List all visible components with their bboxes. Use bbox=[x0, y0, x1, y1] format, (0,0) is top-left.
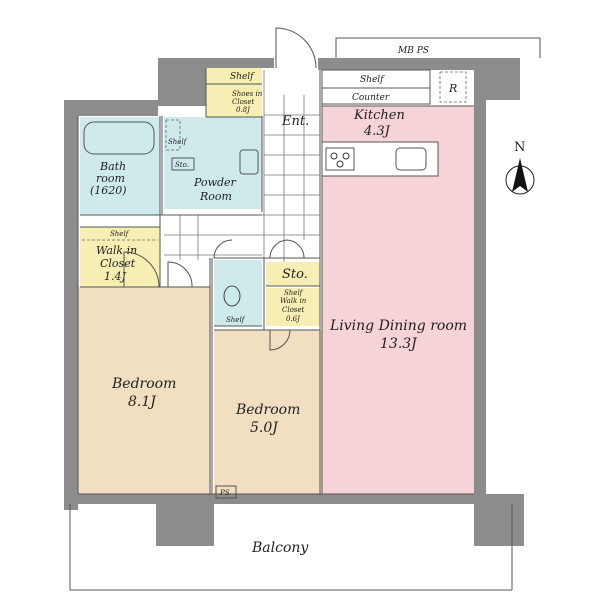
shoes-closet-area bbox=[206, 67, 262, 117]
wic-left-label-2: Closet bbox=[100, 257, 136, 270]
kitchen-counter bbox=[321, 87, 431, 105]
wic-right-label-3: 0.6J bbox=[286, 315, 301, 323]
bedroom2-label-1: Bedroom bbox=[235, 402, 300, 418]
shoes-closet-label-2: Closet bbox=[232, 98, 255, 106]
stove bbox=[325, 147, 355, 171]
hallway-tiles bbox=[164, 70, 320, 262]
refrigerator bbox=[439, 71, 467, 103]
bath-label-3: (1620) bbox=[90, 184, 127, 197]
burner-2-icon bbox=[342, 152, 350, 160]
walk-in-closet-left-area bbox=[80, 227, 160, 287]
kitchen-island bbox=[321, 141, 439, 177]
storage-small-label: Sto. bbox=[175, 161, 189, 169]
shelf-small bbox=[165, 119, 181, 151]
ps-label: PS bbox=[219, 489, 230, 497]
toilet-icon bbox=[223, 285, 241, 307]
north-arrow-icon bbox=[505, 158, 535, 195]
bedroom2-label-2: 5.0J bbox=[250, 420, 279, 436]
washbasin-icon bbox=[239, 149, 259, 175]
burner-3-icon bbox=[336, 160, 344, 168]
entrance-label: Ent. bbox=[281, 114, 309, 129]
doors bbox=[123, 239, 305, 351]
ps-box bbox=[215, 485, 237, 499]
shoes-closet-label-1: Shoes in bbox=[232, 90, 263, 98]
storage-label: Sto. bbox=[282, 267, 308, 282]
bath-label-2: room bbox=[96, 172, 125, 185]
balcony-label: Balcony bbox=[251, 540, 309, 556]
toilet-area bbox=[214, 260, 262, 326]
kitchen-shelf-label: Shelf bbox=[360, 75, 385, 85]
wic-left-shelf-label: Shelf bbox=[110, 230, 130, 238]
refrigerator-label: R bbox=[448, 82, 457, 95]
walk-in-closet-right-area bbox=[266, 288, 320, 326]
sink-icon bbox=[395, 147, 427, 171]
wic-left-label-3: 1.4J bbox=[104, 270, 126, 283]
bedroom2-area bbox=[214, 330, 322, 494]
mbps-outline bbox=[335, 37, 541, 58]
bath-label-1: Bath bbox=[99, 160, 126, 173]
ldk-label-2: 13.3J bbox=[380, 336, 418, 352]
bedroom1-area bbox=[78, 287, 211, 494]
powder-label-2: Room bbox=[199, 190, 232, 203]
bedroom1-label-2: 8.1J bbox=[128, 394, 157, 410]
shoes-shelf-label: Shelf bbox=[230, 72, 255, 82]
wic-right-label-2: Closet bbox=[282, 306, 305, 314]
wic-left-label-1: Walk in bbox=[96, 244, 137, 257]
wic-right-label-1: Walk in bbox=[280, 297, 307, 305]
bedroom1-label-1: Bedroom bbox=[111, 376, 176, 392]
toilet-shelf-label: Shelf bbox=[226, 316, 246, 324]
wic-right-shelf-label: Shelf bbox=[284, 289, 304, 297]
storage-area bbox=[266, 262, 320, 286]
entrance-door bbox=[275, 27, 317, 69]
bathtub bbox=[83, 121, 155, 155]
ldk-label-1: Living Dining room bbox=[329, 318, 467, 334]
kitchen-label-2: 4.3J bbox=[363, 124, 391, 139]
burner-1-icon bbox=[330, 152, 338, 160]
shelf-small-label: Shelf bbox=[168, 138, 188, 146]
walls bbox=[64, 58, 524, 546]
kitchen-counter-label: Counter bbox=[352, 93, 390, 103]
north-label: N bbox=[514, 140, 525, 155]
kitchen-label-1: Kitchen bbox=[353, 108, 405, 123]
shoes-closet-label-3: 0.8J bbox=[236, 106, 251, 114]
mbps-label: MB PS bbox=[397, 46, 429, 56]
bath-area bbox=[80, 117, 160, 215]
powder-label-1: Powder bbox=[193, 176, 237, 189]
storage-small bbox=[171, 157, 195, 171]
